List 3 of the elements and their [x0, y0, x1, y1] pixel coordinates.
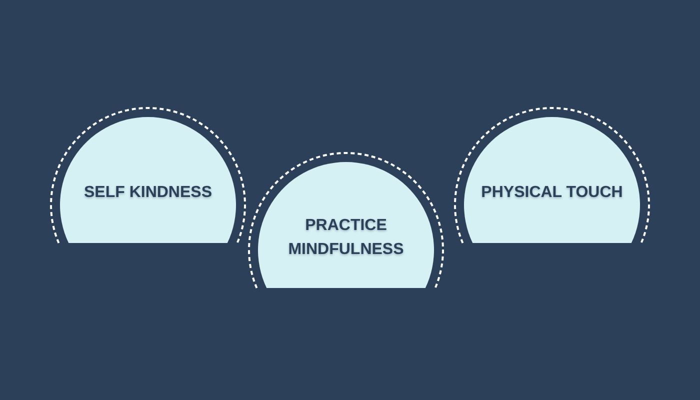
node-label: SELF KINDNESS	[84, 183, 212, 203]
node-label: PRACTICE MINDFULNESS	[287, 216, 405, 260]
node-label: PHYSICAL TOUCH	[481, 183, 623, 203]
